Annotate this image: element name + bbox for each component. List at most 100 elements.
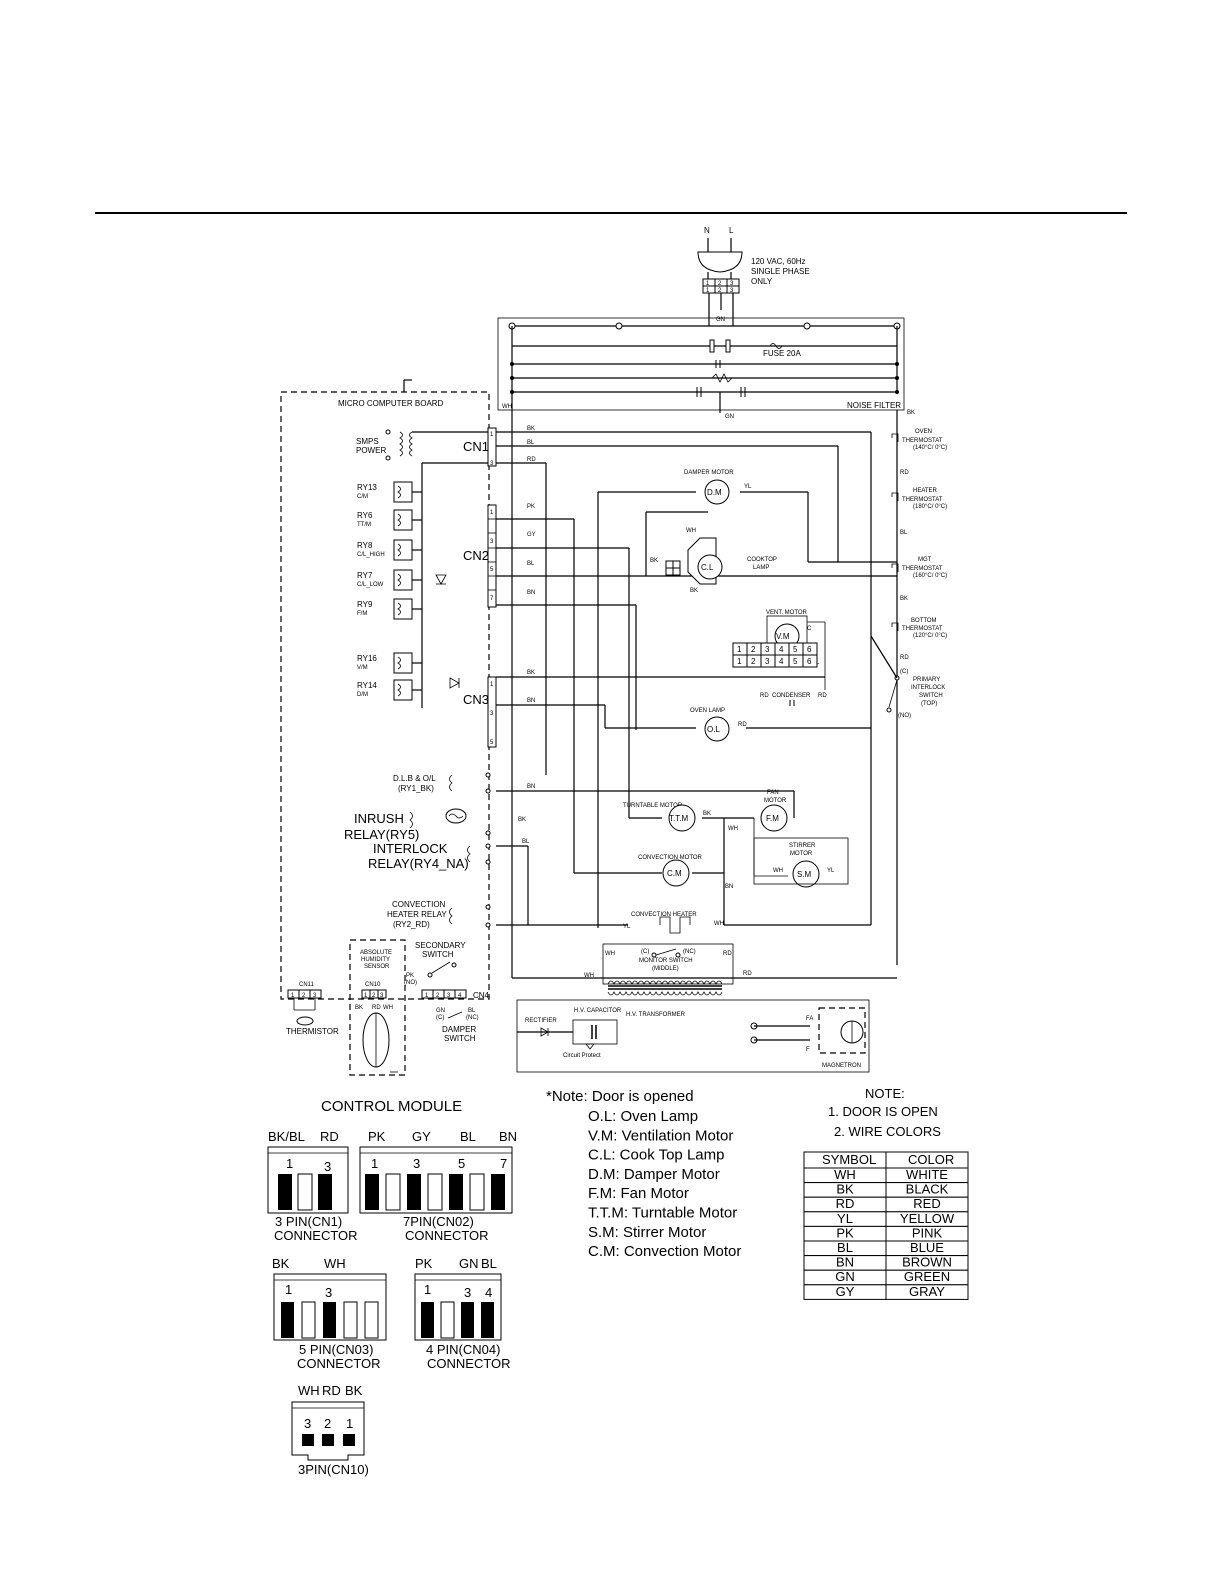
control-module-title: CONTROL MODULE <box>321 1098 462 1115</box>
fan-motor-icon <box>760 804 788 832</box>
vent-c: C <box>807 626 812 632</box>
svg-text:2: 2 <box>436 993 440 999</box>
cn02-caption-1: 7PIN(CN02) <box>403 1214 474 1229</box>
wire-bn-4: BN <box>725 884 733 890</box>
wire-note-title: NOTE: <box>865 1086 905 1101</box>
cn04-wire-3: BL <box>481 1256 497 1271</box>
wiring: BK BL RD PK GY BL BN BK BN BN BK BL WH <box>496 392 898 979</box>
inrush-label-2: RELAY(RY5) <box>344 827 419 842</box>
relay-sub: TT/M <box>357 522 371 528</box>
cn10-caption-1: 3PIN(CN10) <box>298 1462 369 1477</box>
magnetron-label: MAGNETRON <box>822 1063 861 1069</box>
wire-color: BLUE <box>910 1240 944 1255</box>
wire-bk-3: BK <box>527 670 535 676</box>
conv-label-2: HEATER RELAY <box>387 910 447 919</box>
stirrer-motor-2: MOTOR <box>790 851 813 857</box>
line-label: L <box>729 226 734 235</box>
wire-bl-1: BL <box>527 440 535 446</box>
svg-text:3: 3 <box>313 993 317 999</box>
relay-name: RY7 <box>357 571 373 580</box>
inrush-label-1: INRUSH <box>354 811 404 826</box>
cn10-wire-wh: WH <box>383 1005 393 1011</box>
pk-no-label-2: (NO) <box>404 980 417 986</box>
wire-rd-3: RD <box>900 655 909 661</box>
cooktop-lamp-1: COOKTOP <box>747 557 777 563</box>
cn02-pin-1: 1 <box>371 1156 378 1171</box>
cn04-caption-2: CONNECTOR <box>427 1356 511 1371</box>
vent-pin: 6 <box>807 645 812 654</box>
wire-color: WHITE <box>906 1167 948 1182</box>
wire-symbol: GN <box>835 1269 855 1284</box>
diode-icon-2 <box>449 677 460 689</box>
secondary-switch-label-1: SECONDARY <box>415 941 466 950</box>
relay-box <box>393 598 413 620</box>
svg-text:2: 2 <box>302 993 306 999</box>
wire-wh-1: WH <box>502 404 512 410</box>
thermostats: OVEN THERMOSTAT (140°C/ 0°C) RD HEATER T… <box>870 429 947 719</box>
ahs-label-1: ABSOLUTE <box>360 950 392 956</box>
monitor-c: (C) <box>641 949 649 955</box>
heater-icon <box>659 916 691 934</box>
cn04-pin-3: 3 <box>464 1285 471 1300</box>
svg-text:5: 5 <box>490 567 494 573</box>
fan-motor-2: MOTOR <box>764 798 787 804</box>
interlock-label-1: INTERLOCK <box>373 841 448 856</box>
cn3-connector <box>487 676 497 748</box>
relay-name: RY13 <box>357 483 377 492</box>
rectifier-label: RECTIFIER <box>525 1018 557 1024</box>
conv-label-1: CONVECTION <box>392 900 446 909</box>
thermistor-label: THERMISTOR <box>286 1027 339 1036</box>
cn04-wire-1: PK <box>415 1256 433 1271</box>
wire-note-line1: 1. DOOR IS OPEN <box>828 1104 938 1119</box>
wire-color-note: NOTE: 1. DOOR IS OPEN 2. WIRE COLORS SYM… <box>803 1086 969 1300</box>
svg-text:1: 1 <box>490 432 494 438</box>
cn02-wire-1: PK <box>368 1129 386 1144</box>
cn10-wire-bk: BK <box>355 1005 363 1011</box>
wire-rd-4: RD <box>738 722 747 728</box>
cooktop-lamp-2: LAMP <box>753 565 769 571</box>
relay-box <box>393 509 413 531</box>
power-spec-3: ONLY <box>751 277 773 286</box>
relay-coil-ry4 <box>467 845 471 863</box>
wire-color: GRAY <box>909 1284 945 1299</box>
fuse-icon <box>769 343 783 349</box>
relay-name: RY9 <box>357 600 373 609</box>
ahs-label-2: HUMIDITY <box>361 957 390 963</box>
wire-rd-2: RD <box>900 470 909 476</box>
door-note-item: S.M: Stirrer Motor <box>588 1224 706 1241</box>
primary-interlock-4: (TOP) <box>921 701 937 707</box>
cn03-pin-1: 1 <box>285 1282 292 1297</box>
bl-nc-label-2: (NC) <box>466 1015 479 1021</box>
vent-motor-label: VENT. MOTOR <box>766 610 808 616</box>
svg-text:1: 1 <box>425 993 429 999</box>
wire-bk-7: BK <box>690 588 698 594</box>
cn4-label: CN4 <box>473 991 490 1000</box>
svg-text:2: 2 <box>718 288 722 294</box>
cn2-label: CN2 <box>463 548 489 563</box>
dlb-label-1: D.L.B & O/L <box>393 774 436 783</box>
cn03-wire-1: BK <box>272 1256 290 1271</box>
motors-lower: OVEN LAMP O.L RD TURNTABLE MOTOR T.T.M B… <box>623 708 849 934</box>
board-title: MICRO COMPUTER BOARD <box>338 399 444 408</box>
wire-yl-1: YL <box>744 484 752 490</box>
secondary-switch-label-2: SWITCH <box>422 950 454 959</box>
svg-text:3: 3 <box>730 288 734 294</box>
cn10-label: CN10 <box>365 982 381 988</box>
wire-symbol: BL <box>837 1240 853 1255</box>
ground-label: GN <box>716 317 725 323</box>
stirrer-motor-1: STIRRER <box>789 843 816 849</box>
svg-text:4: 4 <box>458 993 462 999</box>
cond-wire-rd-2: RD <box>818 693 827 699</box>
damper-switch-label-1: DAMPER <box>442 1025 476 1034</box>
wire-wh-2: WH <box>584 973 594 979</box>
wire-yl-3: YL <box>623 924 631 930</box>
relay-coil-ry1 <box>449 774 453 792</box>
oven-lamp-label: OVEN LAMP <box>690 708 725 714</box>
cond-wire-rd-1: RD <box>760 693 769 699</box>
relay-coil-ry2 <box>449 907 453 925</box>
damper-motor-label: DAMPER MOTOR <box>684 470 734 476</box>
